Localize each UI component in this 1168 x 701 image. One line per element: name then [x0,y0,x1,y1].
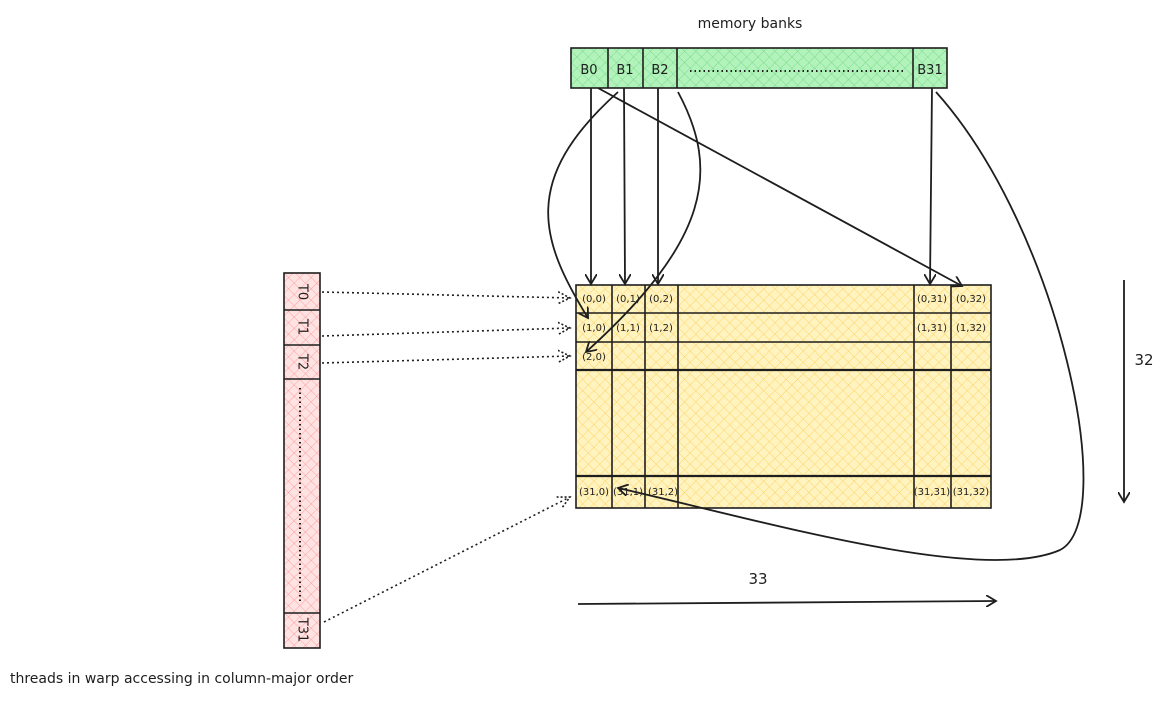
arrow-b31-to-31-1 [618,91,1085,561]
cell-31-32: (31,32) [953,487,990,498]
thread-t0: T0 [295,283,310,300]
cell-0-1: (0,1) [616,294,640,305]
warp-threads-column: T0 T1 T2 T31 [283,272,321,649]
cell-1-2: (1,2) [649,323,673,334]
cell-1-31: (1,31) [917,323,947,334]
arrow-t1-to-1-0 [321,328,570,337]
arrow-b1-to-0-1 [624,87,625,284]
bank-b2: B2 [651,63,668,78]
height-dimension: 32 [1124,280,1154,502]
arrow-t2-to-2-0 [321,356,570,364]
cell-0-2: (0,2) [649,294,673,305]
arrow-b2-to-2-0 [586,91,702,352]
bank-b1: B1 [616,63,633,78]
memory-bank-bar: B0 B1 B2 B31 [570,47,948,89]
cell-0-31: (0,31) [917,294,947,305]
arrow-b31-to-0-31 [930,87,932,284]
thread-t2: T2 [295,353,310,370]
cell-0-0: (0,0) [582,294,606,305]
cell-31-0: (31,0) [579,487,609,498]
width-label: 33 [748,570,767,588]
threads-caption: threads in warp accessing in column-majo… [10,671,353,687]
cell-1-0: (1,0) [582,323,606,334]
cell-0-32: (0,32) [956,294,986,305]
thread-t31: T31 [295,617,310,642]
memory-banks-title: memory banks [698,16,803,32]
thread-access-arrows [321,292,570,623]
width-dimension: 33 [577,570,996,604]
arrow-b1-to-1-0 [547,91,619,318]
cell-2-0: (2,0) [582,352,606,363]
bank-mapping-arrows [547,87,1085,561]
arrow-t0-to-0-0 [321,292,570,298]
cell-1-1: (1,1) [616,323,640,334]
cell-1-32: (1,32) [956,323,986,334]
thread-t1: T1 [295,318,310,335]
bank-b31: B31 [917,63,942,78]
bank-b0: B0 [580,63,597,78]
arrow-t31-to-31-0 [323,497,570,623]
cell-31-2: (31,2) [648,487,678,498]
height-label: 32 [1134,351,1153,369]
cell-31-31: (31,31) [914,487,951,498]
shared-memory-matrix: (0,0) (0,1) (0,2) (0,31) (0,32) (1,0) (1… [575,284,992,509]
arrow-b0-to-0-32 [597,87,962,286]
